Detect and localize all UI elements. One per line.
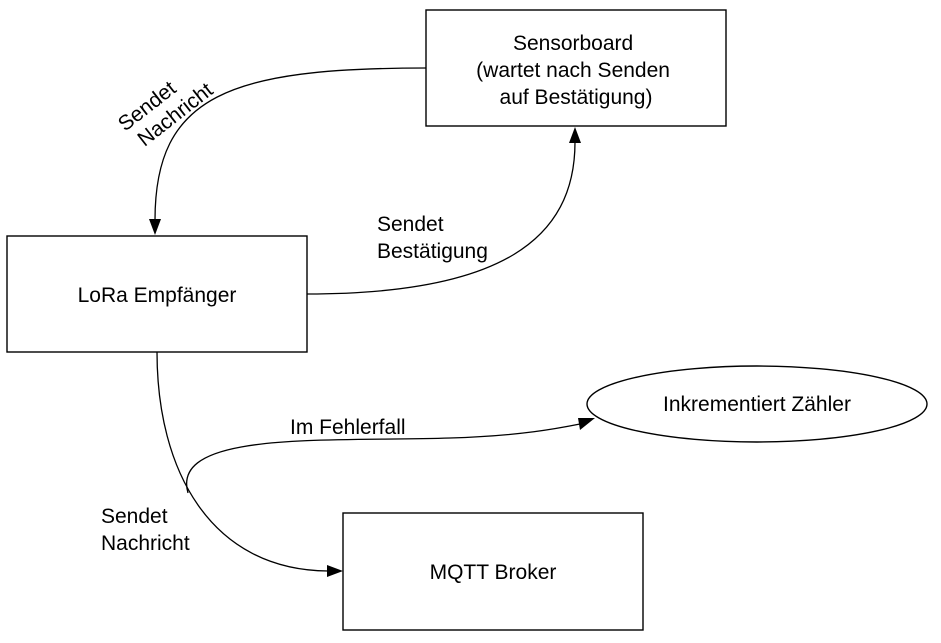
arrowhead-lora-to-mqtt [327,565,343,577]
arrowhead-lora-to-sensorboard [569,127,581,143]
arrowhead-error-to-counter [578,418,595,430]
edge-label-lora-to-mqtt-line-1: Sendet [101,505,168,528]
sensorboard-box [425,9,727,127]
edge-lora-to-mqtt [156,351,329,572]
arrowhead-sensorboard-to-lora [149,219,161,235]
counter-node: Inkrementiert Zähler [586,365,928,443]
mqtt-broker-label: MQTT Broker [430,561,557,584]
edge-label-lora-to-mqtt-line-2: Nachricht [101,532,190,555]
sensorboard-node: Sensorboard (wartet nach Senden auf Best… [425,9,727,127]
edge-label-error-to-counter: Im Fehlerfall [290,416,406,439]
edge-label-sensor-to-lora: Sendet Nachricht [114,59,218,154]
edge-label-lora-to-sensor: Sendet Bestätigung [377,213,488,263]
sensorboard-label-line-1: Sensorboard [513,32,633,55]
sensorboard-label-line-3: auf Bestätigung) [500,86,653,109]
edge-sensorboard-to-lora [154,67,427,221]
edge-label-lora-to-sensor-line-1: Sendet [377,213,444,236]
edge-label-lora-to-sensor-line-2: Bestätigung [377,240,488,263]
counter-ellipse [586,365,928,443]
mqtt-broker-node: MQTT Broker [342,512,644,631]
counter-label: Inkrementiert Zähler [663,393,851,416]
lora-receiver-node: LoRa Empfänger [6,235,308,353]
lora-receiver-label: LoRa Empfänger [78,284,237,307]
edge-error-to-counter [185,423,581,494]
sensorboard-label-line-2: (wartet nach Senden [476,59,670,82]
edge-label-lora-to-mqtt: Sendet Nachricht [101,505,190,555]
mqtt-broker-box [342,512,644,631]
edge-lora-to-sensorboard [306,141,576,295]
sensorboard-label: Sensorboard (wartet nach Senden auf Best… [476,32,676,109]
